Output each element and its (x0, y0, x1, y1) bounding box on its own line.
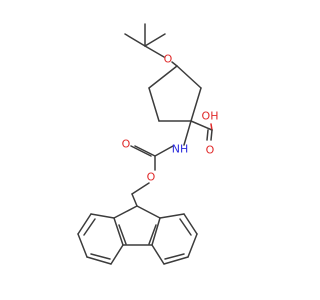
amide-nh-label: NH (172, 143, 189, 156)
bond (163, 256, 189, 265)
bond (179, 218, 192, 236)
carbamate-carbonyl-oxygen-label: O (122, 138, 131, 151)
molecule-structure: O OH O NH O O (77, 23, 219, 265)
bond (183, 213, 198, 235)
bond (86, 256, 112, 265)
bond (83, 218, 96, 236)
fluorenyl-group (77, 193, 198, 265)
bond (159, 213, 185, 219)
bond (144, 33, 166, 47)
carbamate-group (130, 120, 192, 195)
bond (164, 253, 185, 260)
bond (144, 45, 165, 58)
bond (113, 217, 124, 246)
bond (113, 205, 138, 219)
bond (206, 129, 209, 141)
bond (148, 224, 157, 245)
bond (110, 244, 124, 265)
bond (171, 61, 178, 67)
carboxylic-acid-group (190, 120, 213, 141)
bond (190, 120, 213, 131)
bond (190, 87, 202, 122)
bond (124, 33, 146, 47)
bond (151, 217, 161, 246)
bond (90, 253, 111, 260)
atom-labels: O OH O NH O O (122, 53, 219, 184)
bond (136, 205, 161, 219)
bond (151, 244, 165, 265)
bond (77, 233, 88, 258)
bond (131, 193, 138, 207)
acid-hydroxyl-label: OH (202, 110, 219, 123)
bond (148, 65, 178, 89)
bond (90, 213, 115, 219)
bond (176, 65, 202, 89)
bond (210, 129, 213, 141)
bond (187, 233, 198, 258)
bond (210, 123, 213, 131)
acid-carbonyl-oxygen-label: O (206, 144, 215, 157)
cyclopentane-ring (148, 65, 202, 122)
bond (154, 145, 174, 157)
ether-oxygen-label: O (164, 53, 173, 66)
bond (134, 145, 156, 157)
tert-butyl-group (124, 23, 166, 58)
bond (183, 120, 192, 146)
bond (130, 145, 152, 157)
bond (77, 213, 92, 235)
bond (118, 224, 127, 245)
carbamate-ester-oxygen-label: O (147, 171, 156, 184)
bond (148, 87, 160, 122)
bond (131, 182, 150, 195)
